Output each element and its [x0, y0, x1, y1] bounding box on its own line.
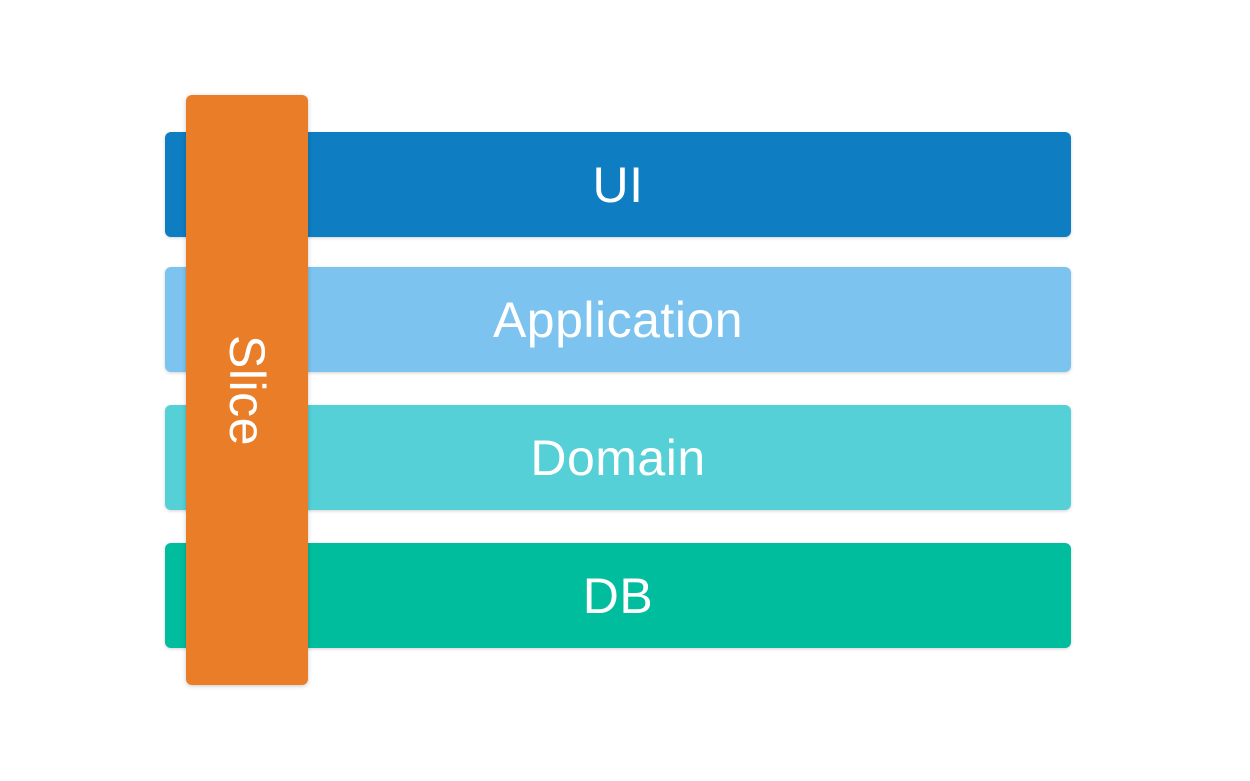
layer-bar-domain: Domain — [165, 405, 1071, 510]
layer-label-db: DB — [582, 567, 654, 624]
slice-label: Slice — [219, 334, 275, 446]
layer-bar-ui: UI — [165, 132, 1071, 237]
layer-label-ui: UI — [592, 156, 644, 213]
layer-bar-db: DB — [165, 543, 1071, 648]
slice-bar: Slice — [186, 95, 308, 685]
layer-label-domain: Domain — [530, 429, 706, 486]
layer-label-application: Application — [492, 291, 744, 348]
layer-bar-application: Application — [165, 267, 1071, 372]
